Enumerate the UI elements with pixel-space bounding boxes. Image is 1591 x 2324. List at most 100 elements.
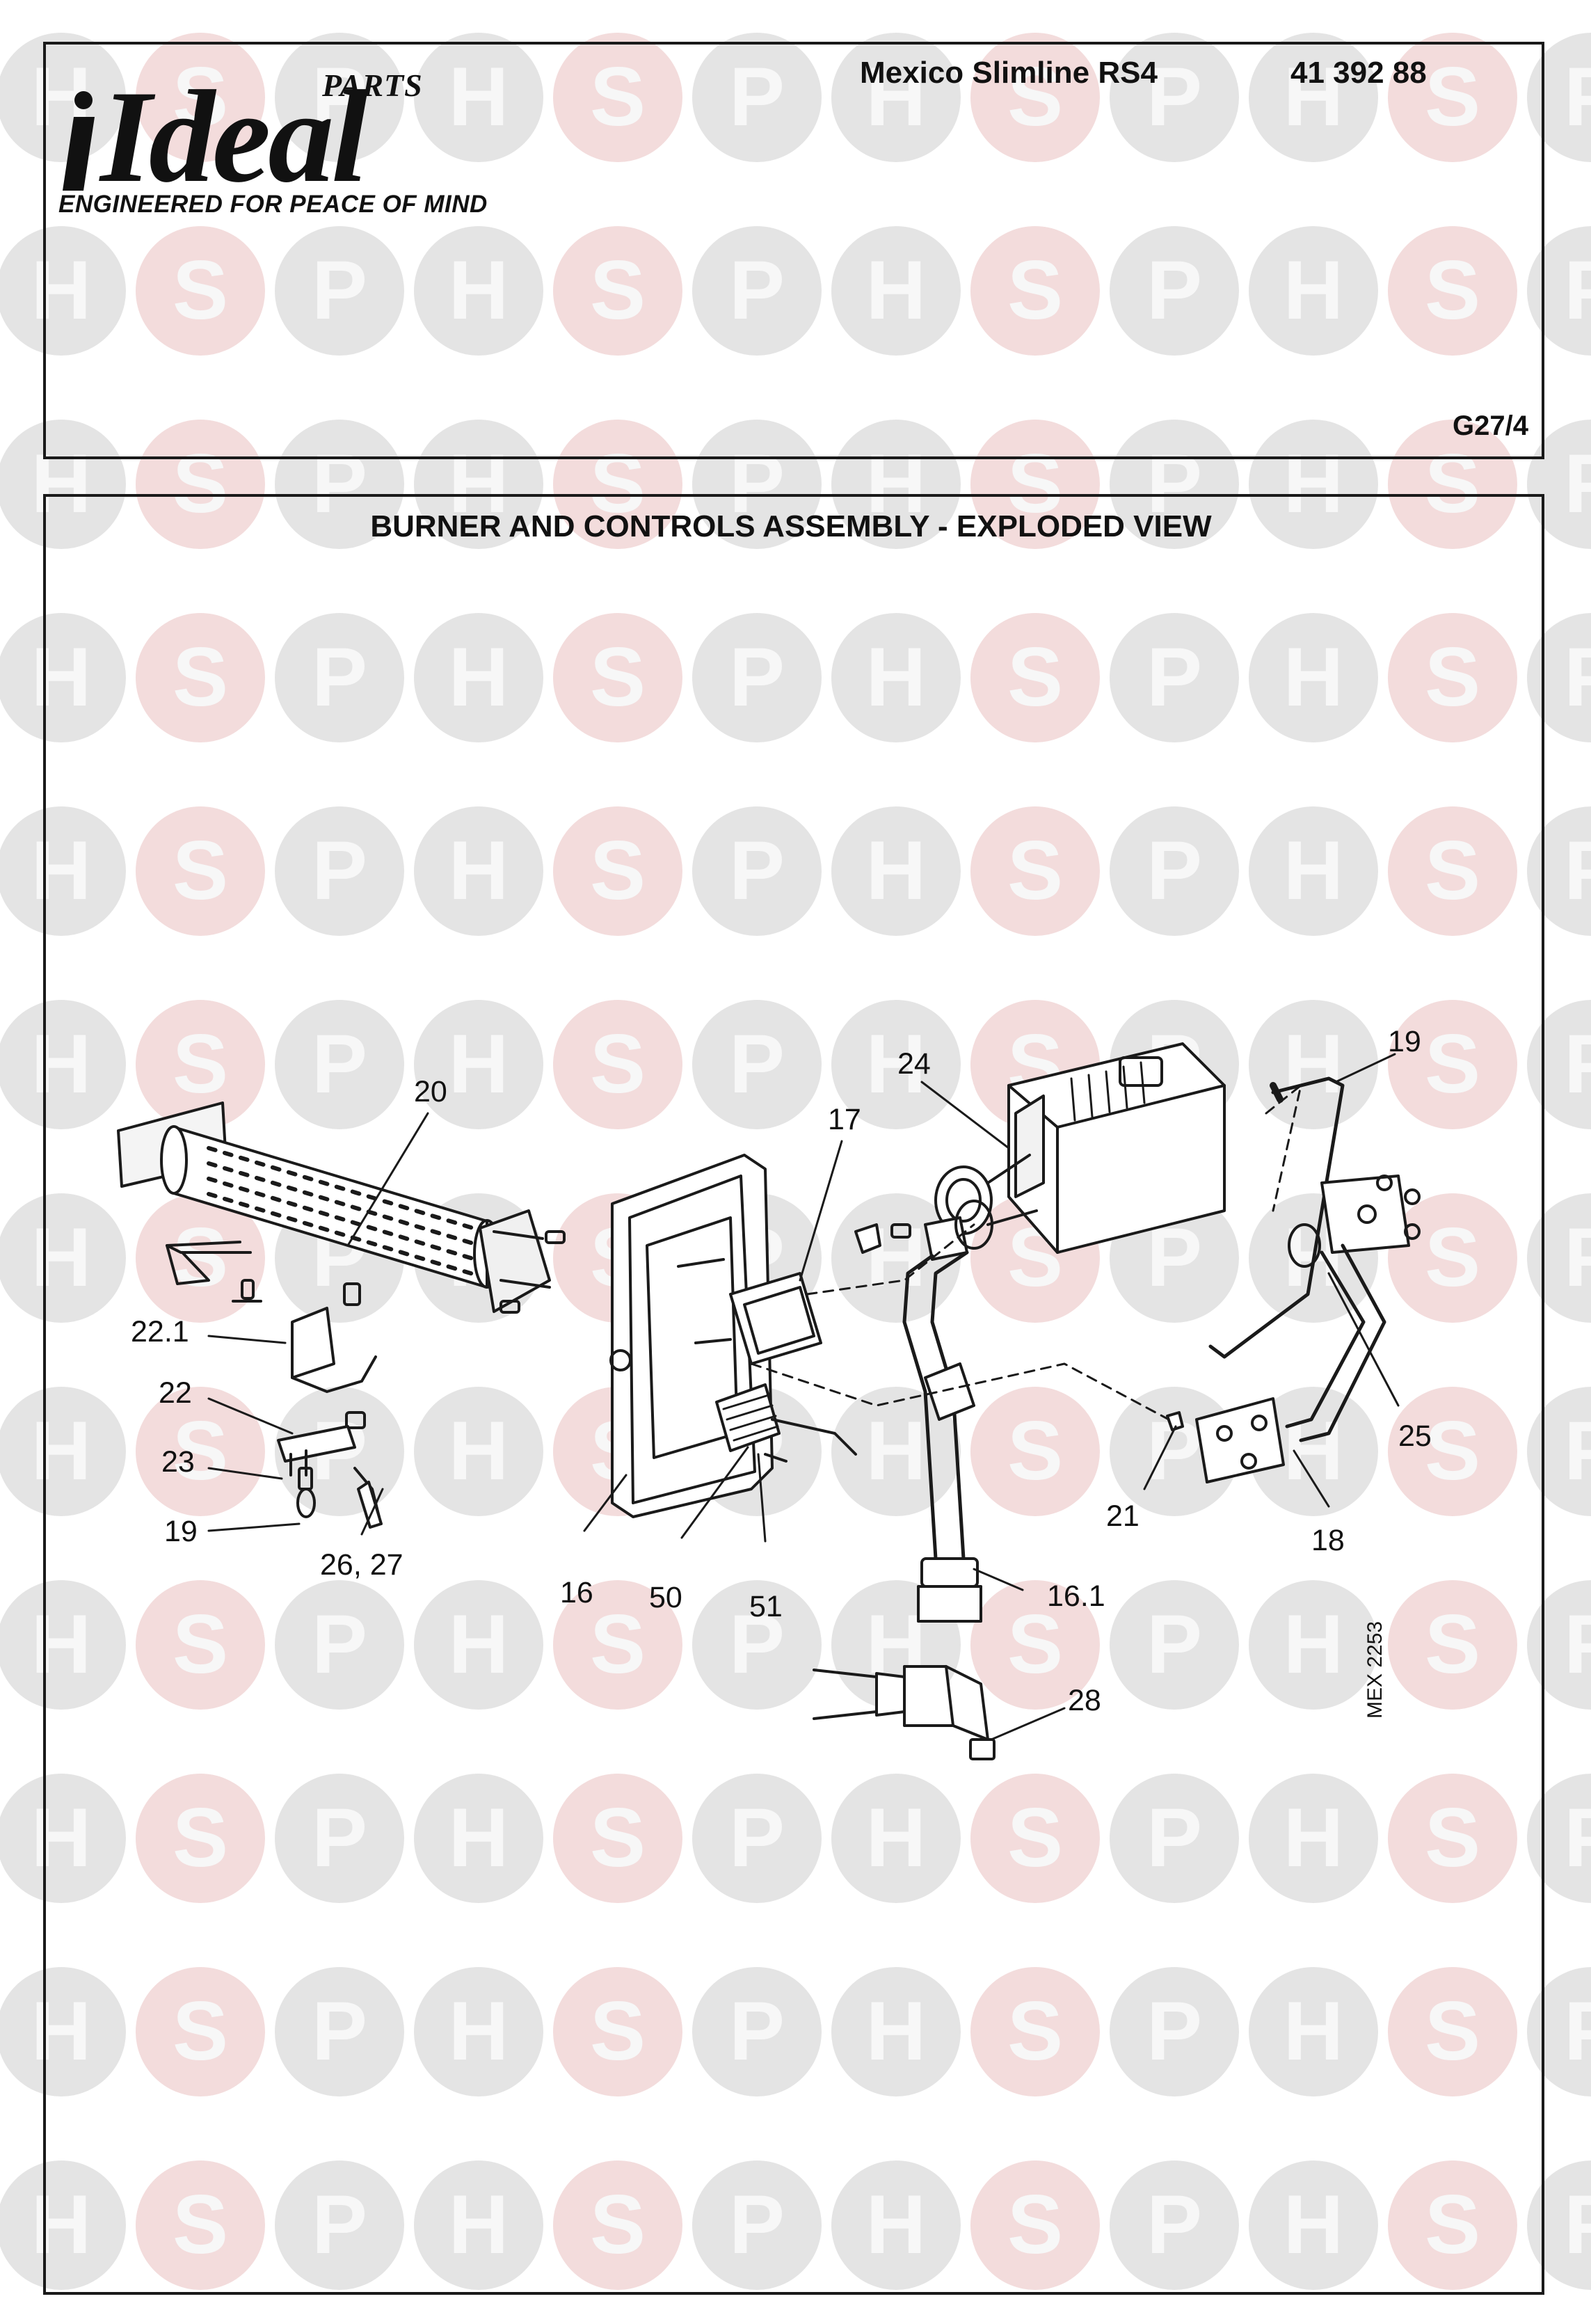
watermark-circle <box>970 2160 1100 2290</box>
watermark-letter: H <box>866 1404 927 1497</box>
watermark-circle <box>553 1580 682 1710</box>
watermark-circle <box>1249 1580 1378 1710</box>
diagram-title: BURNER AND CONTROLS ASSEMBLY - EXPLODED … <box>370 509 1212 543</box>
watermark-circle <box>1249 806 1378 936</box>
callout-26-27: 26, 27 <box>320 1548 403 1582</box>
watermark-letter: S <box>1425 437 1480 530</box>
watermark-letter: H <box>449 1404 509 1497</box>
watermark-letter: H <box>449 1598 509 1691</box>
watermark-letter: S <box>1425 1017 1480 1111</box>
watermark-circle <box>414 420 543 549</box>
watermark-circle <box>414 1967 543 2096</box>
callout-50: 50 <box>649 1581 682 1614</box>
callout-28: 28 <box>1068 1684 1101 1717</box>
callout-17: 17 <box>828 1103 861 1136</box>
callout-22: 22 <box>159 1376 192 1410</box>
watermark-letter: H <box>1284 1598 1344 1691</box>
watermark-circle <box>553 226 682 356</box>
model-name: Mexico Slimline RS4 <box>860 56 1158 90</box>
watermark-letter: S <box>590 1017 646 1111</box>
watermark-circle <box>0 33 126 162</box>
watermark-circle <box>1388 226 1517 356</box>
watermark-letter: P <box>312 1598 367 1691</box>
callout-16: 16 <box>560 1576 593 1609</box>
watermark-letter: S <box>173 1017 228 1111</box>
watermark-letter: P <box>312 1984 367 2078</box>
watermark-letter: P <box>729 824 785 917</box>
watermark-circle <box>970 806 1100 936</box>
watermark-circle <box>831 33 961 162</box>
watermark-circle <box>831 1967 961 2096</box>
watermark-letter: H <box>1284 1791 1344 1884</box>
watermark-letter: S <box>1425 1791 1480 1884</box>
watermark-circle <box>1388 2160 1517 2290</box>
watermark-letter: S <box>1007 630 1063 724</box>
watermark-circle <box>553 613 682 742</box>
watermark-circle <box>0 1000 126 1129</box>
watermark-letter: P <box>729 1984 785 2078</box>
watermark-circle <box>1388 806 1517 936</box>
watermark-letter: H <box>866 244 927 337</box>
watermark-circle <box>414 33 543 162</box>
watermark-circle <box>553 420 682 549</box>
watermark-circle <box>0 420 126 549</box>
watermark-circle <box>136 1580 265 1710</box>
watermark-circle <box>1249 1387 1378 1516</box>
watermark-letter: P <box>1564 1404 1591 1497</box>
watermark-letter: H <box>31 824 92 917</box>
watermark-circle <box>1110 1580 1239 1710</box>
watermark-circle <box>0 1967 126 2096</box>
watermark-circle <box>1388 1000 1517 1129</box>
watermark-letter: S <box>1007 1404 1063 1497</box>
watermark-letter: S <box>1425 630 1480 724</box>
watermark-letter: P <box>312 824 367 917</box>
watermark-letter: S <box>1425 50 1480 143</box>
watermark-letter: S <box>173 437 228 530</box>
watermark-letter: P <box>729 2178 785 2271</box>
spark-unit-and-terminals <box>715 1223 881 1463</box>
callout-23: 23 <box>161 1445 195 1479</box>
watermark-letter: P <box>1564 824 1591 917</box>
callout-21: 21 <box>1106 1499 1140 1533</box>
pilot-assembly <box>277 1307 383 1529</box>
watermark-letter: S <box>1425 1984 1480 2078</box>
watermark-circle <box>1110 2160 1239 2290</box>
watermark-circle <box>414 1774 543 1903</box>
watermark-letter: H <box>866 437 927 530</box>
watermark-letter: S <box>590 824 646 917</box>
watermark-circle <box>0 613 126 742</box>
gas-valve-part <box>890 1042 1226 1261</box>
watermark-circle <box>692 1774 822 1903</box>
watermark-circle <box>1388 1967 1517 2096</box>
watermark-letter: P <box>1564 1598 1591 1691</box>
watermark-circle <box>1388 613 1517 742</box>
watermark-circle <box>275 226 404 356</box>
watermark-circle <box>275 613 404 742</box>
watermark-circle <box>553 1967 682 2096</box>
watermark-circle <box>1388 33 1517 162</box>
watermark-circle <box>831 226 961 356</box>
watermark-letter: H <box>31 244 92 337</box>
watermark-letter: H <box>31 1791 92 1884</box>
watermark-letter: H <box>866 824 927 917</box>
watermark-letter: H <box>449 630 509 724</box>
watermark-letter: H <box>449 824 509 917</box>
watermark-letter: H <box>866 630 927 724</box>
watermark-letter: H <box>1284 2178 1344 2271</box>
watermark-circle <box>970 1580 1100 1710</box>
callout-18: 18 <box>1311 1524 1345 1557</box>
watermark-letter: P <box>729 244 785 337</box>
watermark-circle <box>692 1000 822 1129</box>
watermark-letter: P <box>312 50 367 143</box>
watermark-circle <box>275 2160 404 2290</box>
watermark-circle <box>1249 1774 1378 1903</box>
watermark-circle <box>1388 1580 1517 1710</box>
watermark-circle <box>1388 1193 1517 1323</box>
watermark-circle <box>136 1000 265 1129</box>
burner-part <box>117 1101 566 1314</box>
watermark-letter: P <box>1146 244 1202 337</box>
watermark-circle <box>970 226 1100 356</box>
watermark-letter: H <box>449 437 509 530</box>
watermark-circle <box>553 33 682 162</box>
